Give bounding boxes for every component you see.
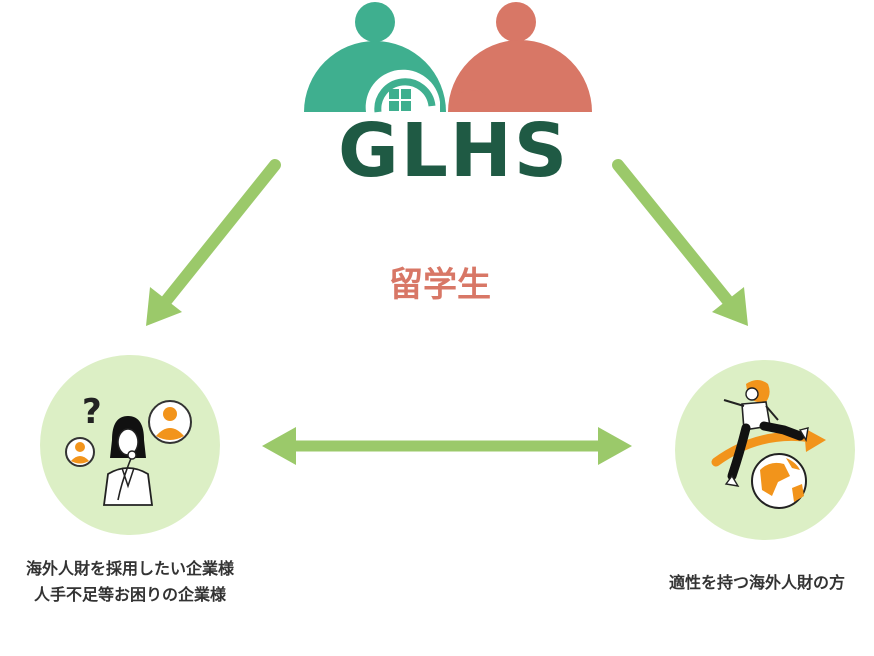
- left-node: ?: [40, 355, 220, 535]
- arrow-logo-to-right: [612, 159, 748, 326]
- user-icon-small: [65, 437, 95, 467]
- left-caption-line-2: 人手不足等お困りの企業様: [33, 585, 226, 604]
- arrow-logo-to-left: [146, 159, 281, 326]
- glhs-logo: [304, 2, 592, 113]
- center-label-students: 留学生: [389, 265, 491, 305]
- thinking-woman-icon: [102, 416, 154, 506]
- right-caption-line: 適性を持つ海外人財の方: [668, 573, 845, 592]
- arrow-left-right: [262, 427, 632, 465]
- right-node: [675, 360, 855, 540]
- house-window-icon: [389, 89, 411, 111]
- running-woman-icon: [723, 380, 809, 487]
- left-caption-line-1: 海外人財を採用したい企業様: [25, 559, 234, 578]
- logo-wordmark: GLHS: [338, 108, 570, 194]
- right-node-circle: [675, 360, 855, 540]
- question-mark-icon: ?: [82, 392, 102, 432]
- green-person-head: [355, 2, 395, 42]
- globe-icon: [751, 453, 807, 509]
- coral-person-head: [496, 2, 536, 42]
- right-node-caption: 適性を持つ海外人財の方: [640, 570, 874, 596]
- user-icon: [148, 400, 192, 444]
- left-node-caption: 海外人財を採用したい企業様 人手不足等お困りの企業様: [0, 556, 260, 608]
